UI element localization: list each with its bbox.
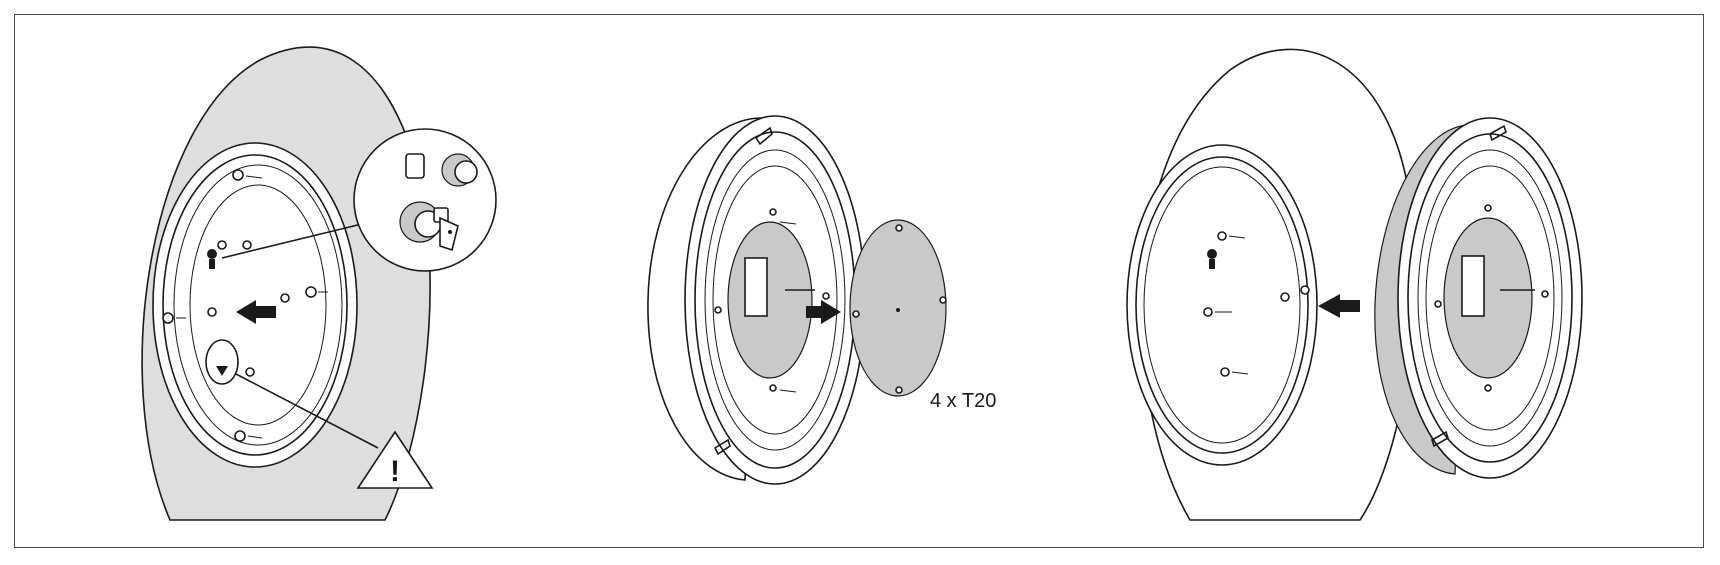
- diagram-frame: [14, 14, 1704, 548]
- screw-icons-step3: [1203, 231, 1310, 377]
- arrow-left-icon: [236, 300, 276, 324]
- oval-label-icon: [205, 339, 239, 385]
- arrow-right-icon: [806, 300, 841, 324]
- lock-detail-icon: [353, 128, 497, 272]
- lock-small-icon-step3: [1207, 249, 1217, 269]
- step-1-group: !: [141, 46, 497, 521]
- lock-small-icon: [207, 249, 217, 269]
- arrow-left-icon-step3: [1318, 294, 1360, 318]
- warning-glyph: !: [390, 455, 400, 488]
- step-3-group: [1126, 48, 1583, 521]
- screw-icons-step1: [162, 169, 328, 442]
- screw-icons-step2: [714, 208, 830, 393]
- warning-triangle-icon: !: [356, 430, 434, 489]
- step-2-group: [647, 115, 947, 485]
- fastener-label: 4 x T20: [930, 390, 997, 412]
